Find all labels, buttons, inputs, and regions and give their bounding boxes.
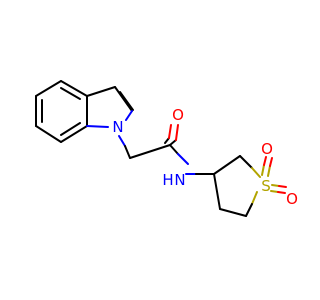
bond xyxy=(129,144,171,159)
benzene-ring xyxy=(35,80,88,143)
bond xyxy=(125,110,133,121)
bond xyxy=(164,137,170,144)
bond xyxy=(245,203,253,217)
bond xyxy=(278,185,287,188)
bond xyxy=(270,190,279,193)
acetamide-chain xyxy=(118,124,215,175)
bond xyxy=(251,167,261,178)
bond xyxy=(86,86,116,97)
pyrrole-ring xyxy=(86,86,134,128)
bond xyxy=(177,153,189,165)
sulfolane-ring xyxy=(213,155,261,217)
bond xyxy=(124,145,131,159)
sulfur-label: S xyxy=(261,177,271,195)
bond xyxy=(169,139,177,146)
amide-nitrogen-label: N xyxy=(174,171,185,189)
bond xyxy=(118,135,126,147)
bond xyxy=(60,80,88,97)
bond xyxy=(263,156,267,166)
bond xyxy=(219,208,247,217)
bond xyxy=(60,125,88,143)
bond xyxy=(277,191,286,194)
bond xyxy=(251,191,258,205)
amide-oxygen-label: O xyxy=(172,106,184,124)
bond xyxy=(267,165,271,177)
sulfone-oxygens xyxy=(261,156,287,194)
amide-hydrogen-label: H xyxy=(162,171,173,189)
bond xyxy=(239,155,253,169)
bond xyxy=(60,87,81,100)
bond xyxy=(261,164,265,176)
bond xyxy=(213,173,221,210)
bond xyxy=(175,124,179,141)
molecule-drawing: N O H N S O O xyxy=(35,80,298,217)
indole-nitrogen-label: N xyxy=(112,118,123,136)
bond xyxy=(35,80,62,97)
bond xyxy=(35,125,62,143)
bond xyxy=(269,157,273,167)
sulfone-right-oxygen-label: O xyxy=(286,190,298,208)
structure-canvas: N O H N S O O xyxy=(35,80,298,217)
bond xyxy=(169,144,179,155)
bond xyxy=(114,86,133,112)
bond xyxy=(86,125,109,128)
bond xyxy=(119,91,134,111)
bond xyxy=(60,122,81,136)
sulfone-top-oxygen-label: O xyxy=(261,140,273,158)
bond xyxy=(168,124,172,139)
bond xyxy=(271,184,280,187)
bond xyxy=(213,155,241,175)
